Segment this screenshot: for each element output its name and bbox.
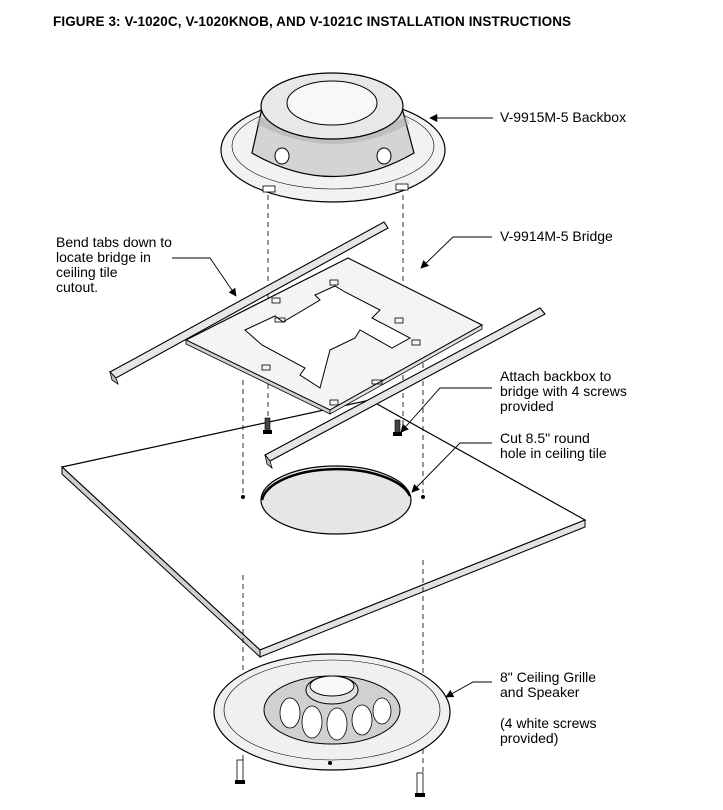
- screw: [393, 419, 402, 436]
- label-bridge: V-9914M-5 Bridge: [500, 228, 613, 244]
- screw-slot: [395, 183, 409, 191]
- label-backbox: V-9915M-5 Backbox: [500, 109, 627, 125]
- figure-title: FIGURE 3: V-1020C, V-1020KNOB, AND V-102…: [53, 14, 572, 29]
- screw-slot: [262, 185, 276, 193]
- label-white-screws: (4 white screws provided): [500, 715, 597, 746]
- arrow-cut-hole: [411, 442, 492, 493]
- label-bend-tabs: Bend tabs down to locate bridge in ceili…: [56, 234, 172, 295]
- screw: [263, 417, 272, 434]
- grille-screw-hole: [328, 761, 332, 765]
- label-attach-backbox: Attach backbox to bridge with 4 screws p…: [500, 368, 627, 414]
- knockout-hole: [274, 147, 290, 165]
- bridge-center-opening: [244, 285, 412, 389]
- bridge-rail-left: [109, 221, 389, 385]
- backbox: [220, 72, 446, 203]
- bridge-rail-right: [264, 307, 546, 470]
- white-screw: [415, 772, 425, 797]
- label-cut-hole: Cut 8.5" round hole in ceiling tile: [500, 430, 607, 461]
- speaker: [279, 675, 392, 741]
- ceiling-grille: [213, 653, 451, 771]
- bridge: [109, 221, 546, 470]
- knockout-hole: [376, 147, 392, 165]
- callout-arrows: [172, 113, 493, 698]
- label-grille: 8" Ceiling Grille and Speaker: [500, 669, 597, 700]
- arrow-grille: [445, 681, 492, 698]
- arrow-bend-tabs: [172, 257, 237, 297]
- arrow-attach: [400, 387, 492, 433]
- tile-screw-hole: [421, 495, 425, 499]
- bridge-tabs: [261, 279, 421, 406]
- ceiling-tile: [60, 399, 587, 659]
- arrow-bridge: [420, 236, 492, 269]
- tile-screw-hole: [241, 495, 245, 499]
- white-screw: [235, 759, 245, 784]
- ceiling-tile-cutout: [260, 465, 412, 535]
